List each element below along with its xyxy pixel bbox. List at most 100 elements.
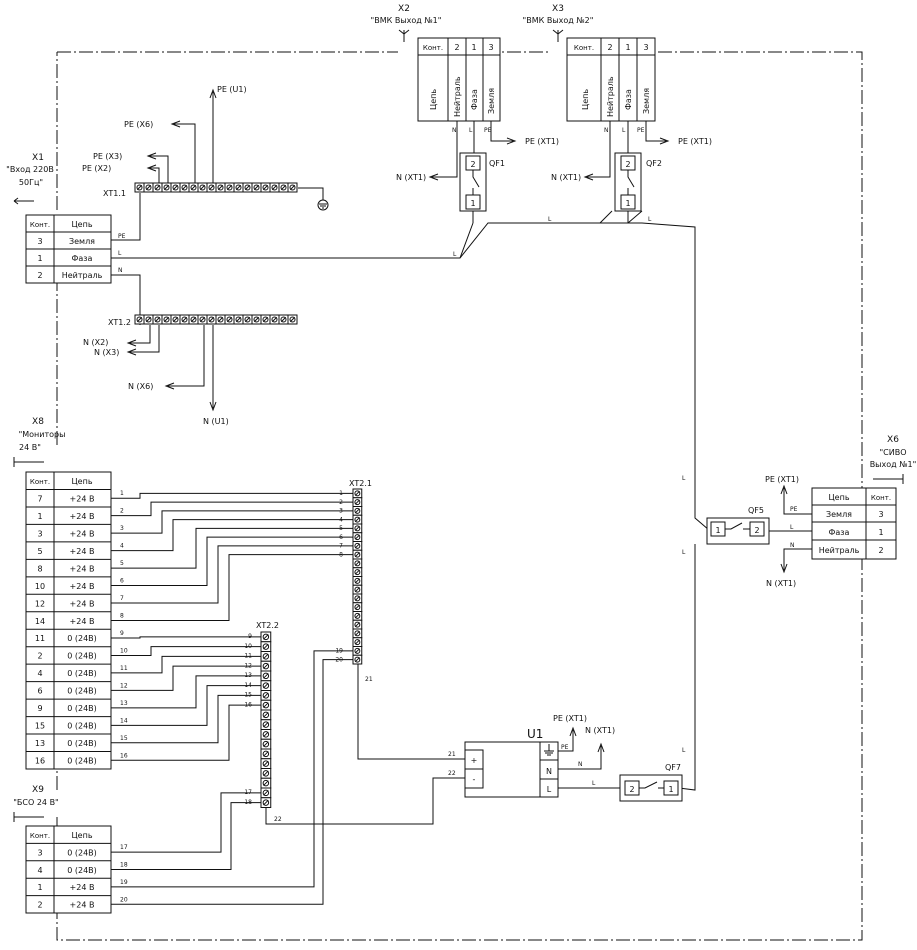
wire-label: 19 [120, 879, 128, 886]
harness-wire [111, 492, 353, 499]
x2-circuit: Фаза [470, 89, 479, 110]
x6-header-circuit: Цепь [828, 493, 849, 502]
wire-label: L [118, 250, 122, 257]
xt11-terminal [251, 182, 262, 193]
ref-n-xt1: N (XT1) [551, 173, 581, 182]
xt22-terminal [260, 680, 272, 691]
wire-label: 14 [120, 717, 128, 724]
breaker-qf2: 2 1 QF2 [614, 152, 662, 223]
x8-pin: 2 [37, 652, 42, 661]
ref-n-x3: N (X3) [94, 348, 119, 357]
wire-label: 16 [120, 752, 128, 759]
wire-label: 1 [120, 490, 124, 497]
x1-subtitle: 50Гц" [19, 178, 43, 187]
xt12-terminal [215, 314, 226, 325]
xt12-terminal [143, 314, 154, 325]
harness-wire [111, 704, 261, 761]
xt22-terminal [260, 651, 272, 662]
xt11-terminal [233, 182, 244, 193]
x8-header-contact: Конт. [30, 478, 50, 486]
wire-label: 11 [120, 665, 128, 672]
xt11-terminal [197, 182, 208, 193]
x8-circuit: 0 (24В) [67, 704, 97, 713]
x8-pin: 11 [35, 634, 45, 643]
x2-designator: X2 [398, 4, 410, 14]
x8-pin: 7 [37, 494, 42, 503]
harness-wire [111, 510, 353, 534]
xt21-terminal [352, 611, 363, 621]
ref-pe-x3: PE (X3) [93, 152, 122, 161]
u1-plus: + [471, 756, 478, 765]
xt22-terminal [260, 709, 272, 721]
u1-n: N [546, 767, 552, 776]
xt11-terminal [278, 182, 289, 193]
x1-pin: 1 [37, 254, 42, 263]
xt21-terminal [352, 619, 363, 630]
harness-wire [111, 694, 261, 744]
qf5-label: QF5 [748, 506, 764, 515]
x8-circuit: +24 В [70, 564, 95, 573]
x3-pin: 1 [625, 43, 630, 52]
ground-icon [544, 744, 554, 756]
x6-pin: 1 [878, 528, 883, 537]
x8-circuit: 0 (24В) [67, 687, 97, 696]
wire-label: 13 [120, 700, 128, 707]
x9-pin: 3 [37, 848, 42, 857]
x8-circuit: +24 В [70, 494, 95, 503]
ref-n-u1: N (U1) [203, 417, 229, 426]
x1-circuit: Фаза [72, 254, 93, 263]
xt22-terminal [260, 787, 272, 799]
qf7-label: QF7 [665, 763, 681, 772]
qf1-in: 1 [470, 199, 475, 208]
xt22-terminal [260, 729, 272, 740]
x3-circuit: Фаза [624, 89, 633, 110]
wire-label: 5 [120, 560, 124, 567]
u1-l: L [547, 785, 552, 794]
harness-wire [111, 802, 261, 870]
ref-pe-x6: PE (X6) [124, 120, 153, 129]
xt12-terminal [170, 314, 181, 325]
qf1-label: QF1 [489, 159, 505, 168]
x3-designator: X3 [552, 4, 564, 14]
x2-title: "ВМК Выход №1" [371, 16, 442, 25]
wire-label: PE [484, 127, 492, 134]
ref-n-xt1: N (XT1) [766, 579, 796, 588]
x2-circuit: Земля [487, 88, 496, 114]
wire-label: N [118, 267, 123, 274]
xt12-terminal [188, 314, 199, 325]
xt21-terminal [352, 514, 363, 525]
harness-wire [111, 545, 353, 604]
x8-circuit: 0 (24В) [67, 652, 97, 661]
qf2-label: QF2 [646, 159, 662, 168]
x9-pin: 1 [37, 883, 42, 892]
xt22-terminal [260, 768, 272, 779]
xt22-terminal [260, 670, 272, 682]
xt22-terminal [260, 631, 272, 643]
x6-circuit: Нейтраль [819, 546, 860, 555]
x3-circuit: Нейтраль [606, 76, 615, 117]
harness-wire [111, 665, 261, 691]
xt11-terminal [188, 182, 199, 193]
x1-pin: 3 [37, 237, 42, 246]
x9-circuit: +24 В [70, 901, 95, 910]
x2-circuit: Нейтраль [453, 76, 462, 117]
x1-pin: 2 [37, 271, 42, 280]
xt12-terminal [152, 314, 163, 325]
x8-pin: 1 [37, 512, 42, 521]
x8-pin: 9 [37, 704, 42, 713]
x9-designator: X9 [32, 785, 44, 795]
xt21-terminal [352, 654, 363, 665]
xt21-terminal [352, 646, 363, 656]
x6-circuit: Земля [826, 510, 852, 519]
wire-label: L [453, 251, 457, 258]
xt21-terminal [352, 532, 363, 542]
x3-pin: 2 [607, 43, 612, 52]
xt21-terminal [352, 602, 363, 612]
